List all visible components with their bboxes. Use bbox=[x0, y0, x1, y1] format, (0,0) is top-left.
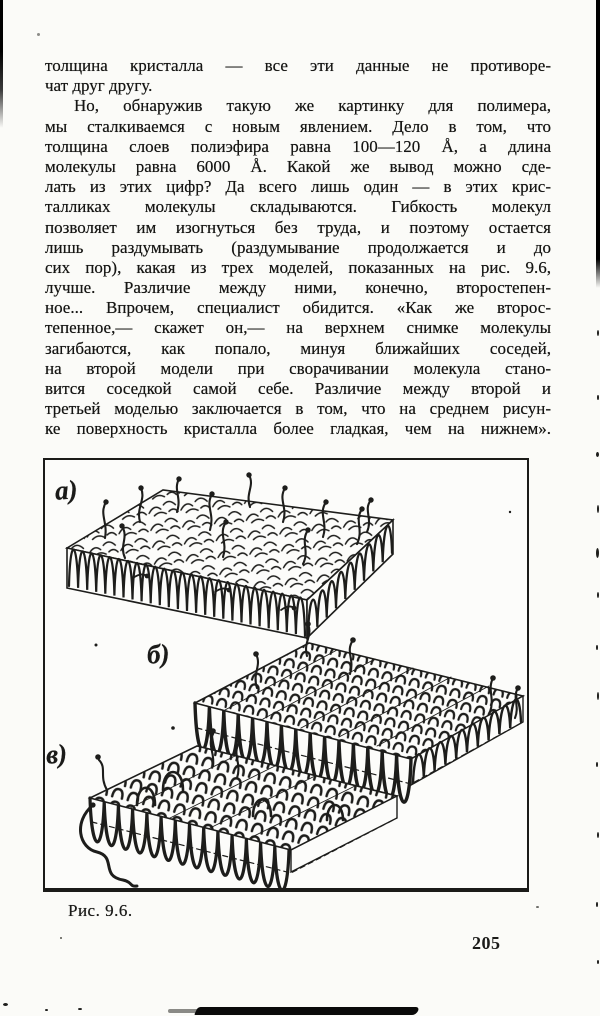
text-line: позволяет им изогнуться без труда, и поэ… bbox=[45, 217, 551, 237]
scan-speck bbox=[596, 902, 598, 907]
text-line: лать из этих цифр? Да всего лишь один — … bbox=[45, 177, 551, 197]
page-number: 205 bbox=[472, 933, 501, 953]
figure-label-v: в) bbox=[44, 738, 69, 770]
text-line: Но, обнаружив такую же картинку для поли… bbox=[74, 96, 551, 116]
text-line: на второй модели при сворачивании молеку… bbox=[45, 358, 551, 378]
text-line: сих пор), какая из трех моделей, показан… bbox=[45, 257, 551, 277]
figure-label-a: а) bbox=[53, 474, 79, 506]
text-line: тепенное,— скажет он,— на верхнем снимке… bbox=[45, 318, 551, 338]
text-line: загибаются, как попало, минуя ближайших … bbox=[45, 338, 551, 358]
scan-smudge bbox=[168, 1009, 200, 1013]
scan-speck bbox=[597, 832, 599, 838]
body-text: толщина кристалла — все эти данные не пр… bbox=[45, 56, 551, 440]
scan-speck bbox=[60, 937, 62, 939]
scan-speck bbox=[596, 452, 599, 457]
scan-speck bbox=[596, 762, 598, 767]
scan-speck bbox=[597, 395, 599, 400]
scan-speck bbox=[45, 1009, 48, 1011]
figure-9-6: а) б) в) bbox=[43, 458, 529, 892]
text-line: чат друг другу. bbox=[45, 76, 153, 96]
figure-label-b: б) bbox=[145, 638, 171, 670]
text-line: толщина кристалла — все эти данные не пр… bbox=[45, 56, 551, 75]
text-line: толщина слоев полиэфира равна 100—120 Å,… bbox=[45, 136, 551, 156]
ink-dots bbox=[94, 510, 512, 774]
scan-speck bbox=[536, 906, 539, 908]
scan-speck bbox=[597, 960, 599, 964]
scan-speck bbox=[596, 645, 598, 650]
scan-speck bbox=[597, 330, 599, 336]
scan-speck bbox=[597, 692, 599, 700]
figure-caption: Рис. 9.6. bbox=[68, 901, 133, 920]
text-line: ке поверхность кристалла более гладкая, … bbox=[45, 419, 551, 439]
scan-speck bbox=[597, 505, 599, 513]
text-line: мы сталкиваемся с новым явлением. Дело в… bbox=[45, 116, 551, 136]
text-line: талликах молекулы складываются. Гибкость… bbox=[45, 197, 551, 217]
text-line: молекулы равна 6000 Å. Какой же вывод мо… bbox=[45, 156, 551, 176]
scan-smudge bbox=[194, 1007, 420, 1015]
scan-edge-artifact-left bbox=[0, 0, 3, 128]
scan-speck bbox=[597, 592, 599, 598]
model-a-slab bbox=[64, 472, 395, 640]
text-line: вится соседкой самой себе. Различие межд… bbox=[45, 379, 551, 398]
text-line: третьей моделью заключается в том, что н… bbox=[45, 399, 551, 419]
text-line: ное... Впрочем, специалист обидится. «Ка… bbox=[45, 298, 551, 318]
scan-speck bbox=[78, 1008, 82, 1010]
figure-9-6-illustration bbox=[64, 472, 526, 888]
scan-speck bbox=[3, 1003, 8, 1006]
scan-speck bbox=[596, 548, 599, 558]
text-line: лишь раздумывать (раздумывание продолжае… bbox=[45, 237, 551, 257]
scan-speck bbox=[37, 33, 40, 36]
scan-edge-artifact-right bbox=[596, 0, 600, 288]
text-line: лучше. Различие между ними, конечно, вто… bbox=[45, 278, 551, 298]
model-v-slab bbox=[79, 728, 400, 888]
